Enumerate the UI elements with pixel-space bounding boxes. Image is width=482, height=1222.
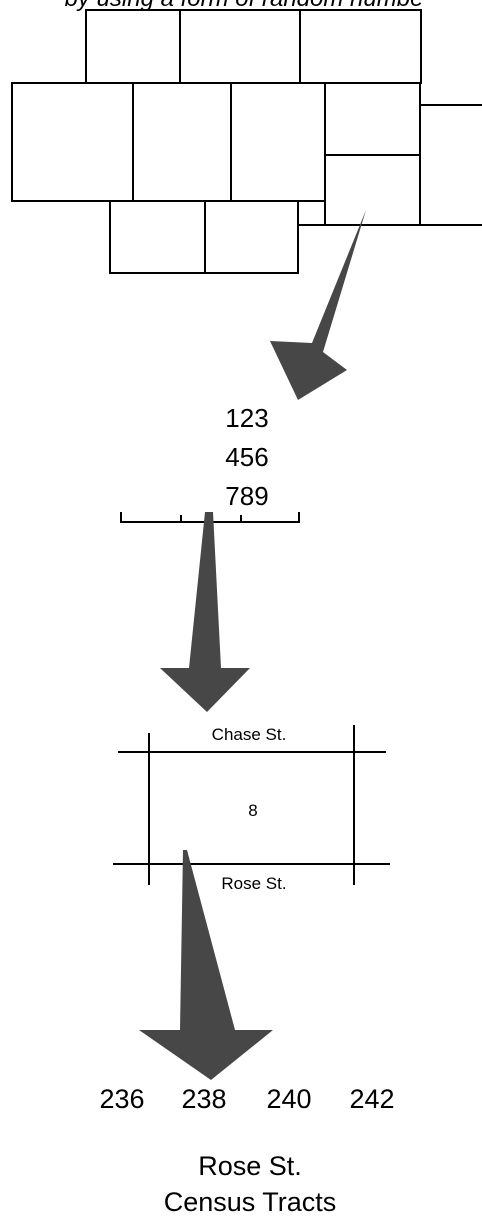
census-tract-map — [11, 9, 482, 274]
digits-row-3: 789 — [225, 481, 268, 511]
tract-box — [230, 82, 326, 202]
tract-border — [419, 104, 482, 226]
tract-box — [132, 82, 232, 202]
house-number: 238 — [181, 1084, 226, 1114]
tract-box — [324, 154, 421, 226]
footer-census-tracts-label: Census Tracts — [164, 1187, 337, 1217]
footer-street-label: Rose St. — [198, 1151, 302, 1181]
arrow-numbers-to-block — [160, 512, 250, 712]
house-number: 236 — [99, 1084, 144, 1114]
rose-street-label: Rose St. — [221, 874, 286, 893]
block-number: 8 — [248, 801, 257, 820]
arrow-block-to-houses — [139, 850, 273, 1080]
tract-box — [299, 9, 422, 84]
tract-box — [11, 82, 134, 202]
tract-box — [179, 9, 301, 84]
house-number: 242 — [349, 1084, 394, 1114]
tract-box — [324, 82, 421, 156]
digits-row-2: 456 — [225, 442, 268, 472]
tract-box — [204, 200, 299, 274]
tract-box — [109, 200, 206, 274]
tract-box — [85, 9, 181, 84]
house-numbers: 236 238 240 242 — [99, 1084, 394, 1114]
arrow-map-to-numbers — [270, 210, 366, 400]
house-number: 240 — [266, 1084, 311, 1114]
digits-row-1: 123 — [225, 403, 268, 433]
chase-street-label: Chase St. — [212, 725, 287, 744]
random-number-table: 123 456 789 — [225, 403, 268, 511]
city-block-map — [113, 725, 390, 885]
